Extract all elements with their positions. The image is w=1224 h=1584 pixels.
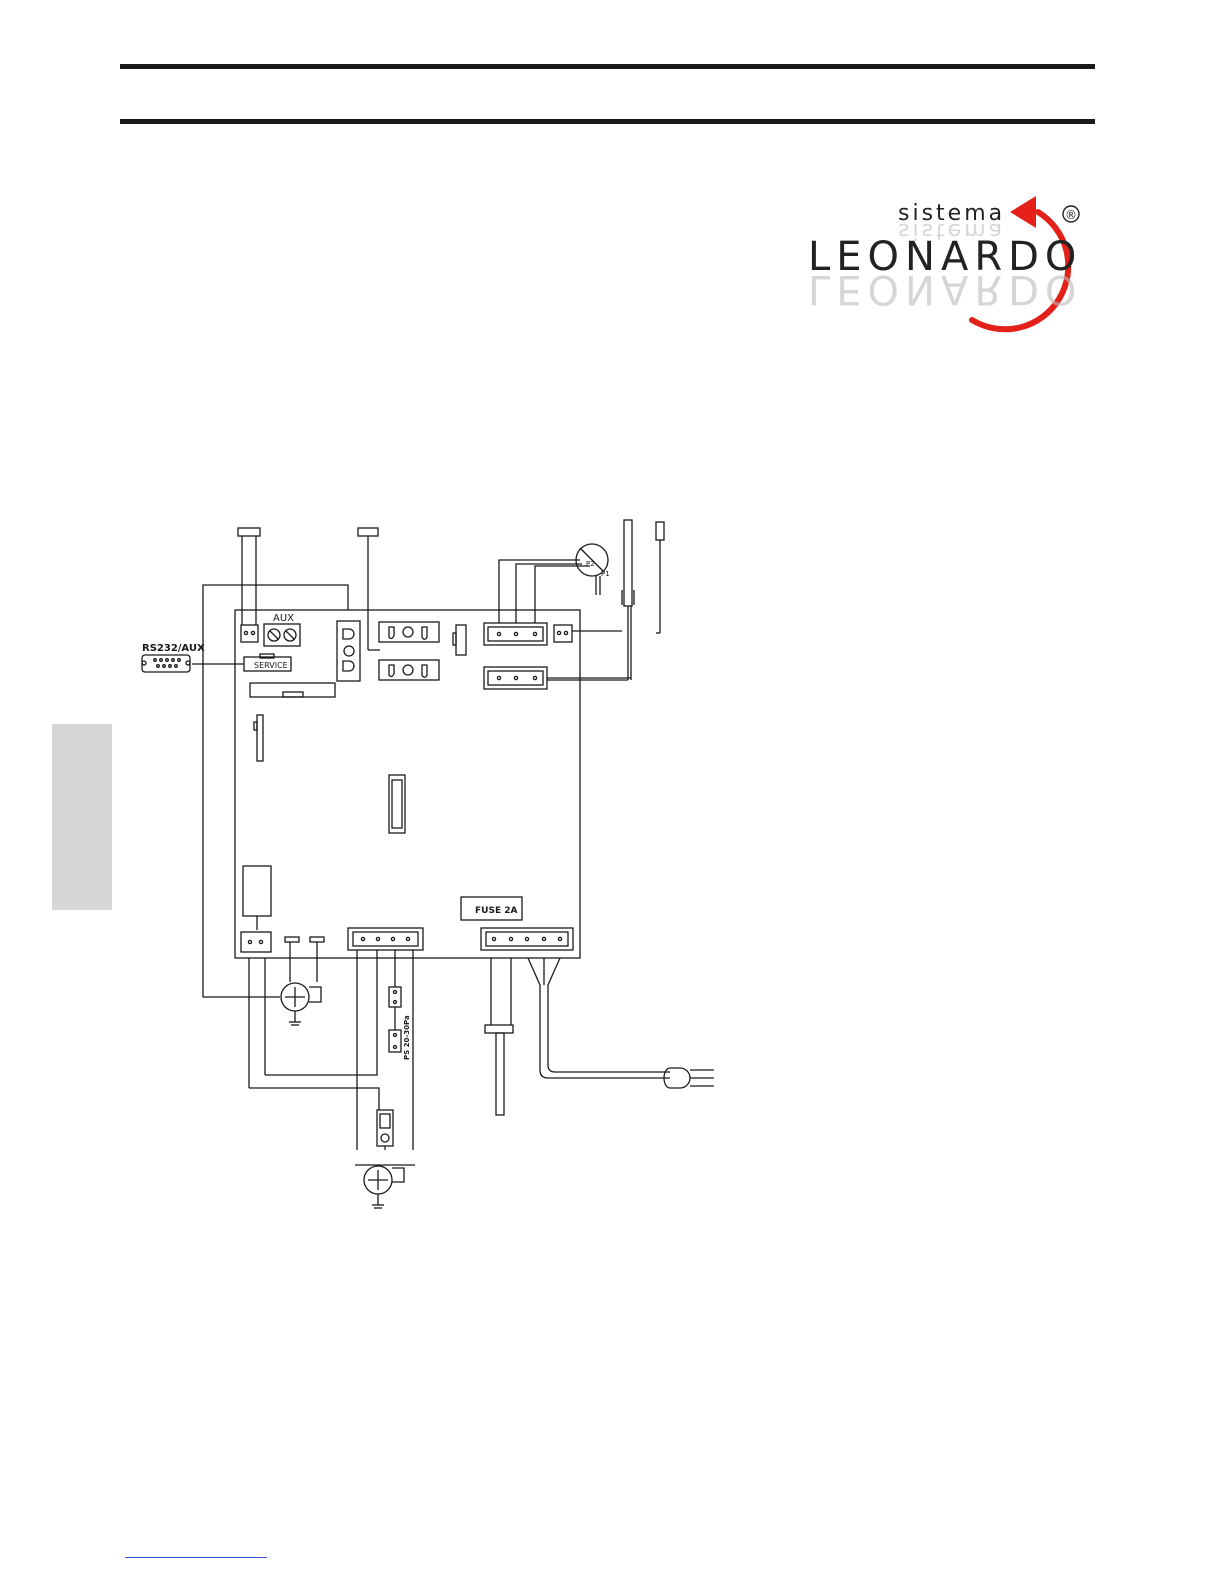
wiring-diagram: RS232/AUX AUX SERVICE FUSE 2A P2 P1 PS 2… — [130, 500, 730, 1220]
aux-terminal — [264, 624, 300, 646]
sistema-leonardo-logo: ® sistema sistema LEONARDO LEONARDO — [800, 190, 1100, 335]
p2-label: P2 — [586, 560, 595, 568]
arrow-icon — [1010, 196, 1036, 228]
footer-link-underline — [125, 1557, 267, 1558]
rs232-label: RS232/AUX — [142, 643, 205, 654]
side-tab — [52, 724, 112, 910]
header-rule-bottom — [120, 119, 1095, 124]
registered-mark: ® — [1065, 208, 1077, 222]
fuse-label: FUSE 2A — [475, 906, 517, 916]
p1-label: P1 — [601, 570, 610, 578]
pressure-connector — [484, 623, 547, 645]
service-label: SERVICE — [254, 661, 288, 670]
logo-word-large-reflection: LEONARDO — [808, 266, 1082, 312]
ps-label: PS 20-30Pa — [403, 1015, 411, 1060]
rs232-port — [142, 655, 190, 672]
sensor-connector-2 — [358, 528, 378, 536]
vertical-connector — [337, 621, 360, 681]
aux-label: AUX — [273, 613, 294, 624]
sensor-connector-1 — [238, 528, 260, 536]
header-rule-top — [120, 64, 1095, 69]
